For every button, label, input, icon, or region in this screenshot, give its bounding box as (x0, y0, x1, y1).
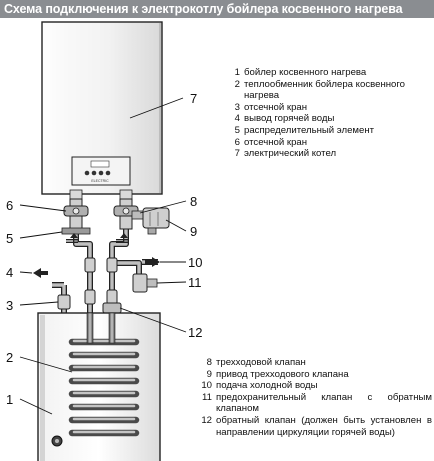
shutoff-valve-6 (63, 198, 89, 230)
legend-text: отсечной кран (244, 101, 308, 113)
callout-3: 3 (6, 298, 13, 313)
valve-actuator-9 (142, 207, 170, 235)
callout-12: 12 (188, 325, 202, 340)
legend-number: 2 (234, 78, 240, 90)
legend-text: теплообменник бойлера косвенного нагрева (244, 78, 406, 102)
callout-2: 2 (6, 350, 13, 365)
legend-number: 12 (201, 414, 212, 426)
distribution-element-5 (61, 227, 91, 235)
heat-exchanger-coil[interactable] (68, 312, 140, 437)
legend-item: 5 распределительный элемент (228, 125, 428, 137)
safety-valve-11 (132, 273, 158, 293)
legend-text: вывод горячей воды (244, 113, 335, 125)
legend-item: 6 отсечной кран (228, 137, 428, 149)
legend-item: 4 вывод горячей воды (228, 113, 428, 125)
leader-lines (19, 97, 187, 415)
legend-item: 8 трехходовой клапан (196, 357, 432, 369)
legend-item: 7 электрический котел (228, 148, 428, 160)
legend-number: 11 (202, 391, 212, 403)
title-bar: Схема подключения к электрокотлу бойлера… (0, 0, 434, 18)
legend-item: 1 бойлер косвенного нагрева (228, 67, 428, 79)
cold-water-inlet-arrow (145, 257, 160, 267)
legend-number: 5 (234, 124, 240, 136)
check-valve-12 (102, 302, 122, 314)
indirect-heating-tank (37, 312, 161, 461)
legend-text: электрический котел (244, 148, 337, 160)
legend-bottom: 8 трехходовой клапан 9 привод трехходового… (196, 357, 432, 438)
legend-text: бойлер косвенного нагрева (244, 67, 367, 78)
legend-number: 10 (201, 380, 212, 392)
callout-11: 11 (188, 275, 202, 290)
flow-arrows-up (66, 233, 128, 243)
legend-number: 4 (234, 113, 240, 125)
legend-number: 6 (234, 136, 240, 148)
three-way-valve-8 (113, 198, 145, 230)
legend-item: 9 привод трехходового клапана (196, 369, 432, 381)
legend-text: обратный клапан (должен быть установлен … (216, 414, 432, 438)
callout-7: 7 (190, 91, 197, 106)
legend-item: 10 подача холодной воды (196, 380, 432, 392)
legend-text: подача холодной воды (216, 380, 318, 392)
control-panel: ELECTRIC (71, 156, 131, 186)
panel-brand-label: ELECTRIC (91, 179, 109, 183)
legend-text: предохранительный клапан с обратным клап… (216, 391, 432, 415)
legend-top: 1 бойлер косвенного нагрева 2 теплообменни… (228, 67, 428, 160)
callout-9: 9 (190, 224, 197, 239)
diagram-title: Схема подключения к электрокотлу бойлера… (4, 2, 403, 16)
hot-water-outlet-arrow (33, 268, 48, 278)
callout-10: 10 (188, 255, 202, 270)
callout-1: 1 (6, 392, 13, 407)
callout-4: 4 (6, 265, 13, 280)
legend-item: 12 обратный клапан (должен быть установле… (196, 415, 432, 438)
legend-text: распределительный элемент (244, 124, 375, 136)
shutoff-valve-3 (57, 294, 71, 310)
callout-8: 8 (190, 194, 197, 209)
electric-boiler: ELECTRIC (41, 21, 163, 201)
legend-text: привод трехходового клапана (216, 368, 349, 380)
legend-text: трехходовой клапан (216, 357, 306, 368)
legend-number: 8 (206, 357, 212, 368)
legend-item: 11 предохранительный клапан с обратным кл… (196, 392, 432, 415)
legend-number: 1 (234, 67, 240, 78)
legend-item: 2 теплообменник бойлера косвенного нагрев… (228, 79, 428, 102)
callout-numbers: 7 8 9 10 11 12 6 5 4 3 2 1 (6, 91, 202, 407)
callout-6: 6 (6, 198, 13, 213)
legend-number: 3 (234, 101, 240, 113)
legend-item: 3 отсечной кран (228, 102, 428, 114)
legend-number: 9 (206, 368, 212, 380)
legend-number: 7 (234, 148, 240, 160)
callout-5: 5 (6, 231, 13, 246)
legend-text: отсечной кран (244, 136, 308, 148)
